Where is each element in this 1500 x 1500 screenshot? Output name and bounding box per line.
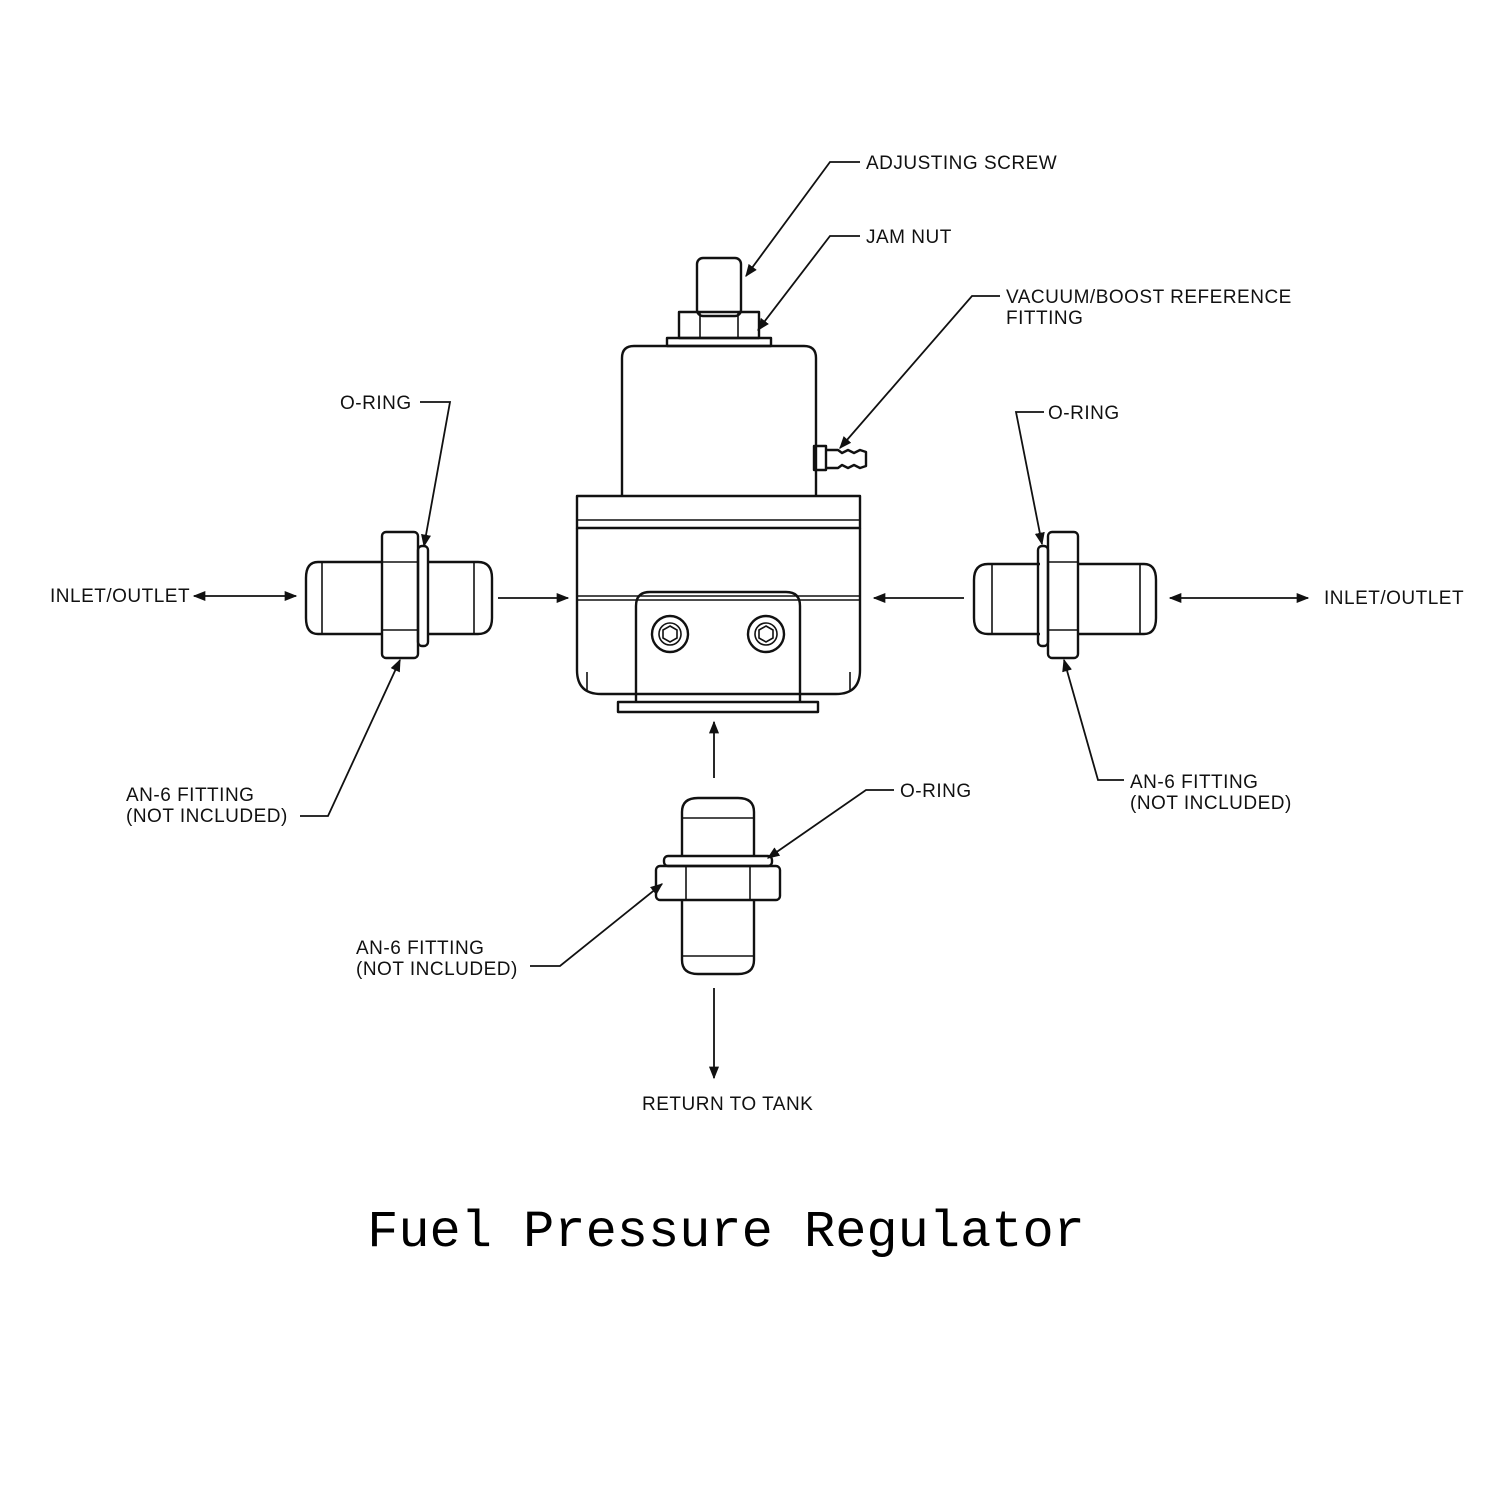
label-o-ring-bottom: O-RING	[900, 781, 972, 802]
base-block	[575, 494, 862, 696]
mounting-bracket	[616, 590, 820, 714]
diagram-title: Fuel Pressure Regulator	[367, 1203, 1085, 1262]
label-an6-left-line1: AN-6 FITTING	[126, 785, 254, 806]
label-jam-nut: JAM NUT	[866, 227, 952, 248]
regulator-body	[575, 256, 868, 714]
adjusting-screw	[695, 256, 743, 318]
label-vacuum-reference-line2: FITTING	[1006, 308, 1083, 329]
label-an6-left-line2: (NOT INCLUDED)	[126, 806, 288, 827]
leader-lines	[300, 161, 1124, 967]
label-an6-bottom-line2: (NOT INCLUDED)	[356, 959, 518, 980]
label-o-ring-right: O-RING	[1048, 403, 1120, 424]
right-an6-fitting	[972, 530, 1158, 660]
left-an6-fitting	[304, 530, 494, 660]
label-inlet-outlet-right: INLET/OUTLET	[1324, 588, 1464, 609]
callout-labels: ADJUSTING SCREW JAM NUT VACUUM/BOOST REF…	[50, 153, 1464, 1115]
label-vacuum-reference-line1: VACUUM/BOOST REFERENCE	[1006, 287, 1292, 308]
label-inlet-outlet-left: INLET/OUTLET	[50, 586, 190, 607]
bottom-o-ring	[662, 854, 774, 868]
left-o-ring	[416, 544, 430, 648]
label-an6-right-line1: AN-6 FITTING	[1130, 772, 1258, 793]
label-an6-right-line2: (NOT INCLUDED)	[1130, 793, 1292, 814]
bolt-right	[746, 614, 786, 654]
label-adjusting-screw: ADJUSTING SCREW	[866, 153, 1057, 174]
bolt-left	[650, 614, 690, 654]
right-o-ring	[1036, 544, 1050, 648]
flow-arrows	[192, 590, 1310, 1080]
bottom-an6-fitting	[654, 796, 782, 976]
vacuum-reference-fitting	[812, 444, 868, 472]
label-an6-bottom-line1: AN-6 FITTING	[356, 938, 484, 959]
label-return-to-tank: RETURN TO TANK	[642, 1094, 813, 1115]
diaphragm-cap	[620, 344, 818, 496]
label-o-ring-left: O-RING	[340, 393, 412, 414]
